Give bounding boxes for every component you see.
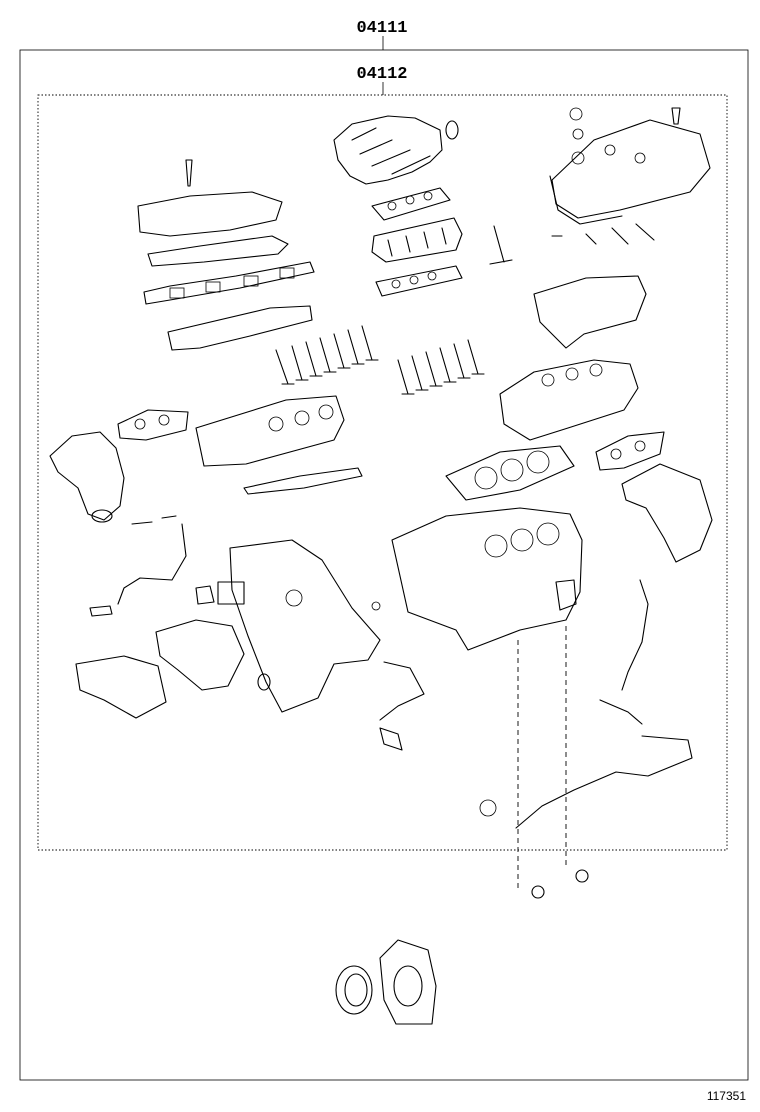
rear-seal-retainer-gasket[interactable] (379, 939, 437, 1025)
head-gasket-right[interactable] (445, 445, 575, 501)
water-pump-gasket[interactable] (155, 619, 245, 691)
intake-plenum-lower[interactable] (371, 217, 463, 263)
exhaust-manifold-left-upper[interactable] (167, 305, 313, 351)
cylinder-head-right[interactable] (499, 359, 639, 441)
valves-left-bank[interactable] (275, 325, 379, 385)
oil-pump-gasket[interactable] (75, 655, 167, 719)
exhaust-port-gasket-right[interactable] (595, 431, 665, 471)
valves-right-bank[interactable] (397, 225, 513, 395)
timing-chain-cover[interactable] (229, 539, 381, 713)
seal-ring-right[interactable] (575, 869, 589, 883)
outer-kit-label[interactable]: 04111 (356, 19, 407, 38)
intake-gasket-lower[interactable] (375, 265, 463, 297)
camshaft-housing-right[interactable] (533, 223, 655, 349)
head-cover-gasket-left[interactable] (147, 235, 289, 267)
cylinder-head-cover-right[interactable] (549, 107, 711, 225)
oil-cooler-pipe[interactable] (379, 661, 425, 751)
cylinder-block[interactable] (391, 507, 583, 651)
oil-level-gauge-guide[interactable] (621, 579, 649, 691)
seal-ring-left[interactable] (531, 885, 545, 899)
intake-port-gasket-left[interactable] (143, 261, 315, 305)
head-gasket-left[interactable] (243, 467, 363, 495)
cylinder-head-cover-left[interactable] (137, 159, 283, 237)
intake-gasket-upper[interactable] (371, 187, 451, 221)
exhaust-port-gasket-left[interactable] (117, 409, 189, 441)
cylinder-head-left[interactable] (195, 395, 345, 467)
outer-kit-frame (19, 49, 749, 1081)
rear-crankshaft-oil-seal[interactable] (335, 965, 373, 1015)
crank-front-seal[interactable] (257, 673, 271, 691)
figure-reference-number: 117351 (707, 1089, 746, 1103)
water-inlet-gasket[interactable] (195, 581, 245, 605)
exhaust-manifold-right[interactable] (621, 463, 713, 563)
exhaust-manifold-left[interactable] (49, 431, 125, 523)
inner-kit-frame (37, 94, 728, 851)
inner-kit-label[interactable]: 04112 (356, 65, 407, 84)
water-bypass-pipe-left[interactable] (89, 515, 187, 617)
intake-manifold[interactable] (333, 115, 459, 185)
water-outlet-pipe-right[interactable] (479, 699, 693, 829)
